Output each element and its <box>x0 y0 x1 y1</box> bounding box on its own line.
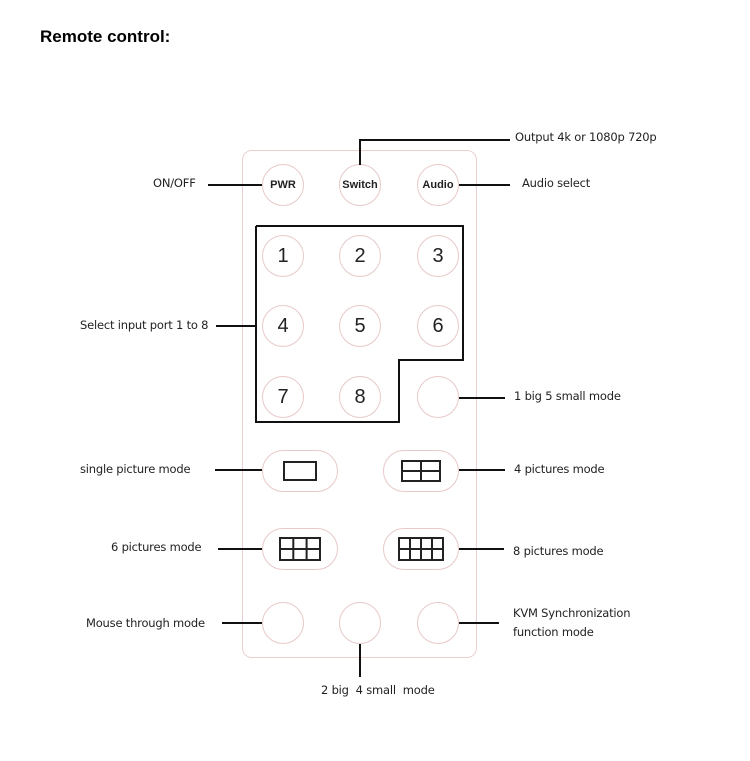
number-button-4[interactable]: 4 <box>262 305 304 347</box>
annotation-output-resolution: Output 4k or 1080p 720p <box>515 130 657 144</box>
number-label: 7 <box>277 385 289 408</box>
leader-line-number-group <box>216 325 256 327</box>
pwr-button-label: PWR <box>270 179 296 191</box>
number-button-6[interactable]: 6 <box>417 305 459 347</box>
annotation-six-pictures: 6 pictures mode <box>111 540 202 554</box>
annotation-on-off: ON/OFF <box>153 176 196 190</box>
leader-line-kvm-sync <box>459 622 499 624</box>
leader-line-pwr <box>208 184 262 186</box>
page-title: Remote control: <box>40 27 171 46</box>
single-picture-button[interactable] <box>262 450 338 492</box>
number-button-8[interactable]: 8 <box>339 376 381 418</box>
six-pictures-button[interactable] <box>262 528 338 570</box>
two-big-four-small-button[interactable] <box>339 602 381 644</box>
annotation-kvm-sync-line1: KVM Synchronization <box>513 606 631 620</box>
switch-button[interactable]: Switch <box>339 164 381 206</box>
number-button-1[interactable]: 1 <box>262 235 304 277</box>
single-window-icon <box>283 461 317 481</box>
leader-line-switch-horizontal <box>359 139 510 141</box>
number-label: 8 <box>354 385 366 408</box>
number-label: 2 <box>354 244 366 267</box>
annotation-one-big-five-small: 1 big 5 small mode <box>514 389 621 403</box>
mouse-through-button[interactable] <box>262 602 304 644</box>
six-grid-icon <box>279 537 321 561</box>
number-button-2[interactable]: 2 <box>339 235 381 277</box>
four-pictures-button[interactable] <box>383 450 459 492</box>
leader-line-two-big-four-small <box>359 644 361 677</box>
audio-button-label: Audio <box>422 179 454 191</box>
annotation-eight-pictures: 8 pictures mode <box>513 544 604 558</box>
leader-line-mouse-through <box>222 622 262 624</box>
annotation-kvm-sync-line2: function mode <box>513 625 594 639</box>
number-button-5[interactable]: 5 <box>339 305 381 347</box>
leader-line-audio <box>459 184 510 186</box>
number-label: 3 <box>432 244 444 267</box>
switch-button-label: Switch <box>342 179 378 191</box>
leader-line-eight-pictures <box>459 548 504 550</box>
annotation-two-big-four-small: 2 big 4 small mode <box>321 683 435 697</box>
annotation-single-picture: single picture mode <box>80 462 191 476</box>
leader-line-four-pictures <box>459 469 505 471</box>
kvm-sync-button[interactable] <box>417 602 459 644</box>
leader-line-single-picture <box>215 469 262 471</box>
one-big-five-small-button[interactable] <box>417 376 459 418</box>
leader-line-six-pictures <box>218 548 262 550</box>
number-label: 1 <box>277 244 289 267</box>
annotation-select-input-port: Select input port 1 to 8 <box>80 318 209 332</box>
leader-line-switch-vertical <box>359 140 361 165</box>
audio-button[interactable]: Audio <box>417 164 459 206</box>
number-button-7[interactable]: 7 <box>262 376 304 418</box>
number-label: 6 <box>432 314 444 337</box>
annotation-four-pictures: 4 pictures mode <box>514 462 605 476</box>
annotation-audio-select: Audio select <box>522 176 591 190</box>
quad-grid-icon <box>401 460 441 482</box>
leader-line-one-big-five-small <box>459 397 505 399</box>
eight-pictures-button[interactable] <box>383 528 459 570</box>
eight-grid-icon <box>398 537 444 561</box>
number-label: 5 <box>354 314 366 337</box>
pwr-button[interactable]: PWR <box>262 164 304 206</box>
number-button-3[interactable]: 3 <box>417 235 459 277</box>
number-label: 4 <box>277 314 289 337</box>
annotation-mouse-through: Mouse through mode <box>86 616 205 630</box>
